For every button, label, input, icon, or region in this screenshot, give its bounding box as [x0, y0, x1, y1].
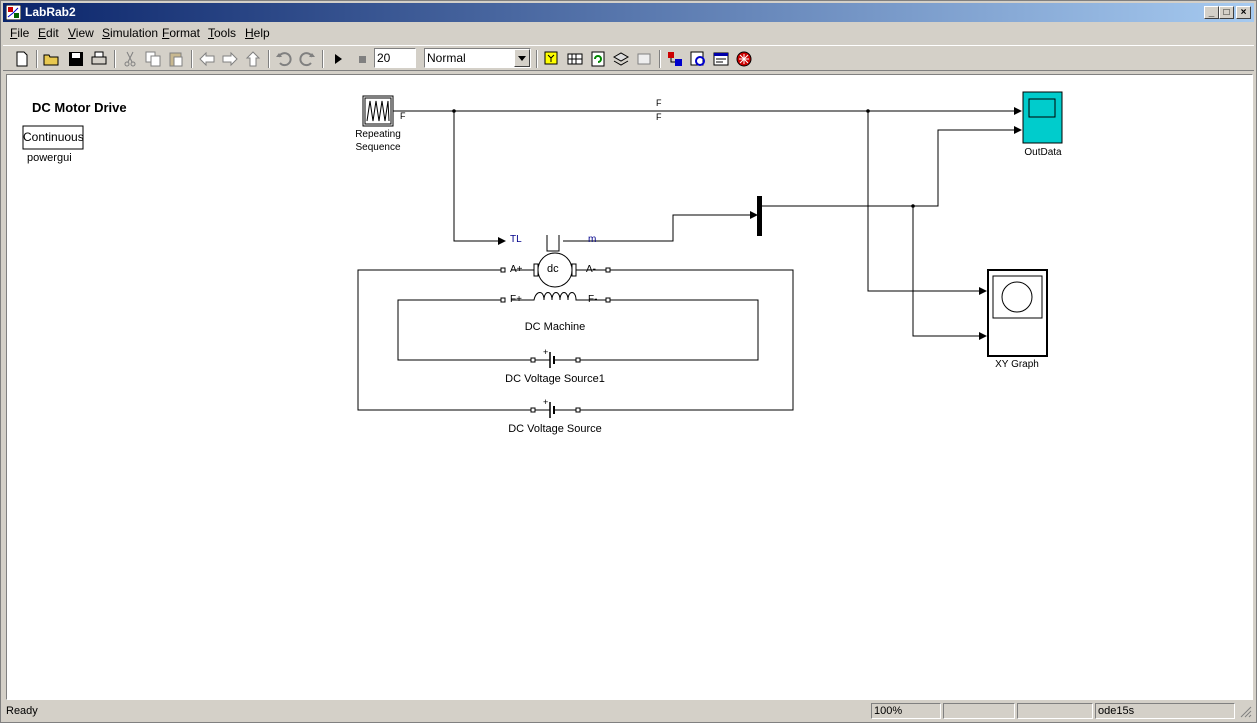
- xy-graph-block[interactable]: [987, 269, 1048, 357]
- save-icon[interactable]: [66, 49, 86, 69]
- title-bar[interactable]: LabRab2 _ □ ×: [3, 3, 1254, 22]
- menu-format[interactable]: Format: [162, 26, 201, 40]
- window-title: LabRab2: [25, 5, 76, 19]
- armature-circuit-wire[interactable]: [357, 269, 794, 411]
- outdata-scope-block[interactable]: [1022, 91, 1063, 144]
- dc-machine-block[interactable]: [511, 235, 606, 301]
- signal-line-xy-y[interactable]: [912, 206, 987, 340]
- port-fminus-label: F-: [588, 294, 598, 305]
- up-arrow-icon[interactable]: [243, 49, 263, 69]
- open-folder-icon[interactable]: [42, 49, 62, 69]
- toolbar-separator: [322, 50, 324, 68]
- dc-voltage-source1-label: DC Voltage Source1: [505, 373, 605, 385]
- update-diagram-icon[interactable]: [565, 49, 585, 69]
- toolbar: [3, 45, 1254, 71]
- source-plus-label: +: [543, 397, 549, 407]
- model-canvas[interactable]: DC Motor Drive Continuous powergui Repea…: [6, 74, 1253, 700]
- powergui-name: powergui: [27, 152, 72, 164]
- copy-icon[interactable]: [143, 49, 163, 69]
- debugger-icon[interactable]: [734, 49, 754, 69]
- stop-time-input[interactable]: 20: [374, 48, 416, 68]
- toolbar-separator: [659, 50, 661, 68]
- toolbar-separator: [36, 50, 38, 68]
- debug-icon[interactable]: [634, 49, 654, 69]
- signal-line-demux-out[interactable]: [762, 126, 1022, 207]
- signal-line-tl[interactable]: [453, 111, 506, 245]
- menu-simulation[interactable]: Simulation: [102, 26, 159, 40]
- menu-bar: File Edit View Simulation Format Tools H…: [3, 23, 1254, 43]
- maximize-button[interactable]: □: [1219, 6, 1234, 19]
- signal-label-bottom: F: [656, 112, 662, 122]
- paste-icon[interactable]: [166, 49, 186, 69]
- menu-help[interactable]: Help: [245, 26, 270, 40]
- status-ready: Ready: [6, 705, 38, 717]
- toolbar-separator: [536, 50, 538, 68]
- toolbar-separator: [114, 50, 116, 68]
- field-circuit-wire[interactable]: [397, 299, 759, 361]
- status-solver: ode15s: [1095, 703, 1235, 719]
- demux-block[interactable]: [757, 196, 762, 236]
- toolbar-separator: [191, 50, 193, 68]
- start-simulation-icon[interactable]: [328, 49, 348, 69]
- repeating-sequence-name: Repeating Sequence: [355, 129, 401, 153]
- back-arrow-icon[interactable]: [197, 49, 217, 69]
- refresh-icon[interactable]: [588, 49, 608, 69]
- dc-voltage-source-label: DC Voltage Source: [508, 423, 602, 435]
- build-icon[interactable]: [542, 49, 562, 69]
- stop-simulation-icon[interactable]: [352, 49, 372, 69]
- cut-icon[interactable]: [120, 49, 140, 69]
- redo-icon[interactable]: [297, 49, 317, 69]
- repeating-sequence-port: F: [400, 111, 406, 121]
- powergui-label: Continuous: [23, 130, 84, 144]
- properties-icon[interactable]: [711, 49, 731, 69]
- dc-voltage-source1-block[interactable]: [530, 352, 581, 368]
- model-browser-icon[interactable]: [611, 49, 631, 69]
- dropdown-arrow-icon[interactable]: [514, 49, 530, 67]
- xy-graph-label: XY Graph: [995, 359, 1039, 370]
- undo-icon[interactable]: [274, 49, 294, 69]
- menu-view[interactable]: View: [68, 26, 94, 40]
- simulation-mode-select[interactable]: Normal: [424, 48, 531, 68]
- menu-file[interactable]: File: [10, 26, 30, 40]
- signal-label-top: F: [656, 98, 662, 108]
- port-aminus-label: A-: [586, 264, 596, 275]
- simulation-mode-value: Normal: [427, 51, 466, 65]
- signal-line-xy-x[interactable]: [867, 111, 987, 295]
- repeating-sequence-block[interactable]: [362, 95, 394, 127]
- menu-edit[interactable]: Edit: [38, 26, 59, 40]
- close-button[interactable]: ×: [1236, 6, 1251, 19]
- dc-machine-symbol: dc: [547, 263, 559, 275]
- dc-machine-label: DC Machine: [524, 321, 586, 333]
- port-tl-label: TL: [510, 234, 522, 245]
- simulink-app-icon: [6, 5, 21, 20]
- block-diagram: [22, 91, 1063, 418]
- library-browser-icon[interactable]: [665, 49, 685, 69]
- model-explorer-icon[interactable]: [688, 49, 708, 69]
- dc-voltage-source-block[interactable]: [530, 402, 581, 418]
- toolbar-separator: [268, 50, 270, 68]
- signal-line-m[interactable]: [563, 211, 758, 242]
- port-m-label: m: [588, 234, 597, 245]
- source1-plus-label: +: [543, 347, 549, 357]
- new-model-icon[interactable]: [12, 49, 32, 69]
- print-icon[interactable]: [89, 49, 109, 69]
- status-bar: Ready 100% ode15s: [3, 702, 1254, 721]
- menu-tools[interactable]: Tools: [208, 26, 237, 40]
- status-empty-1: [943, 703, 1015, 719]
- outdata-label: OutData: [1024, 147, 1062, 158]
- resize-grip-icon[interactable]: [1239, 705, 1252, 718]
- powergui-block[interactable]: [22, 125, 84, 150]
- minimize-button[interactable]: _: [1204, 6, 1219, 19]
- status-zoom: 100%: [871, 703, 941, 719]
- forward-arrow-icon[interactable]: [220, 49, 240, 69]
- diagram-title: DC Motor Drive: [32, 100, 127, 115]
- port-aplus-label: A+: [510, 264, 523, 275]
- status-empty-2: [1017, 703, 1093, 719]
- port-fplus-label: F+: [510, 294, 522, 305]
